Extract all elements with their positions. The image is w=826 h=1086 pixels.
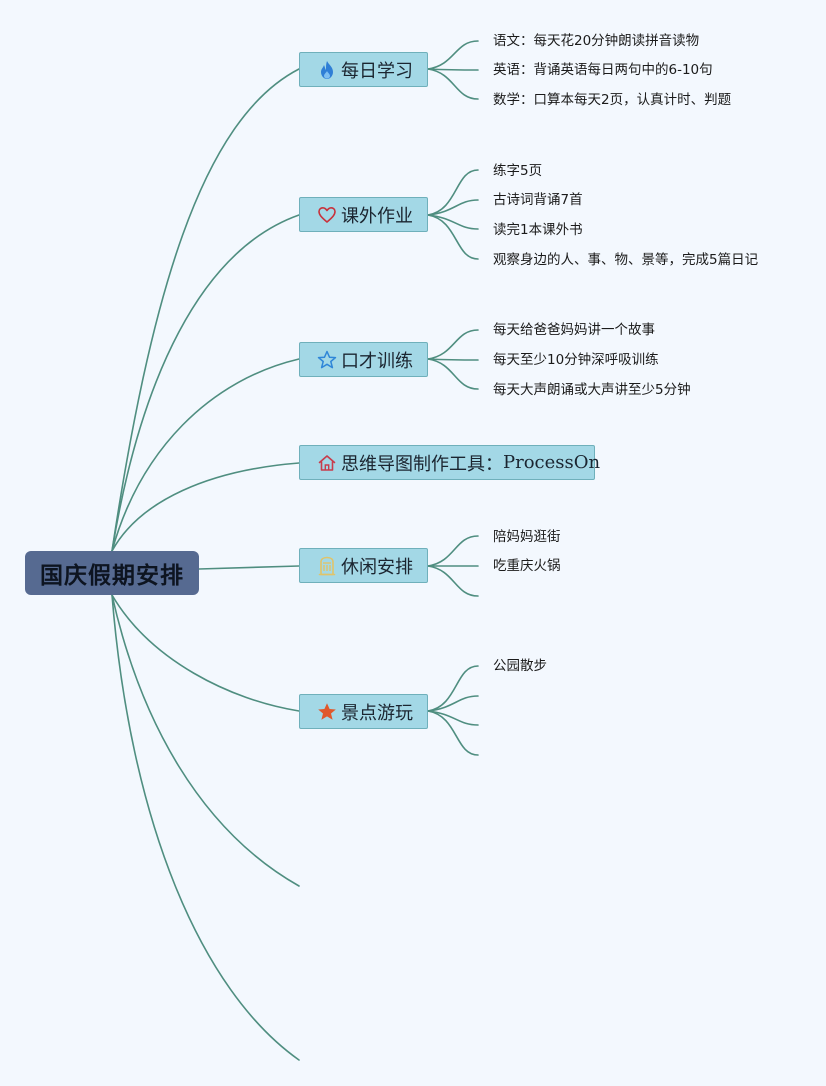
connector-topic3-leaf2 xyxy=(427,358,479,361)
leaf-item[interactable]: 每天大声朗诵或大声讲至少5分钟 xyxy=(493,382,691,398)
leaf-item[interactable]: 练字5页 xyxy=(493,163,543,179)
connector-topic5-leaf1 xyxy=(427,535,479,567)
root-node[interactable]: 国庆假期安排 xyxy=(25,551,199,595)
leaf-item[interactable]: 语文：每天花20分钟朗读拼音读物 xyxy=(493,33,700,49)
leaf-item[interactable]: 每天至少10分钟深呼吸训练 xyxy=(493,352,659,368)
topic-label: 景点游玩 xyxy=(341,702,413,724)
star-outline-icon xyxy=(317,350,337,370)
home-icon xyxy=(317,453,337,473)
topic-label: 课外作业 xyxy=(341,205,413,227)
connector-root-topic-5 xyxy=(198,565,300,570)
leaf-item[interactable]: 公园散步 xyxy=(493,658,547,674)
star-filled-icon xyxy=(317,702,337,722)
leaf-item[interactable]: 陪妈妈逛街 xyxy=(493,529,561,545)
connector-topic3-leaf3 xyxy=(427,358,479,390)
topic-speaking-training[interactable]: 口才训练 xyxy=(299,342,428,377)
connector-topic2-leaf4 xyxy=(427,214,479,260)
topic-label: 休闲安排 xyxy=(341,556,413,578)
leaf-item[interactable]: 古诗词背诵7首 xyxy=(493,192,583,208)
leaf-item[interactable]: 数学：口算本每天2页，认真计时、判题 xyxy=(493,92,732,108)
connector-root-empty-1 xyxy=(111,594,300,887)
leaf-item[interactable]: 英语：背诵英语每日两句中的6-10句 xyxy=(493,62,713,78)
connector-topic6-empty-1 xyxy=(427,695,479,712)
topic-daily-study[interactable]: 每日学习 xyxy=(299,52,428,87)
connector-topic6-empty-3 xyxy=(427,710,479,756)
connector-topic1-leaf2 xyxy=(427,68,479,71)
connector-topic2-leaf1 xyxy=(427,169,479,216)
topic-extra-homework[interactable]: 课外作业 xyxy=(299,197,428,232)
connector-root-topic-4 xyxy=(111,462,300,552)
heart-outline-icon xyxy=(317,205,337,225)
topic-label-suffix: ProcessOn xyxy=(503,452,601,473)
connector-root-topic-6 xyxy=(111,594,300,712)
connector-root-empty-2 xyxy=(111,594,300,1061)
connector-root-topic-1 xyxy=(111,68,300,552)
connector-topic1-leaf3 xyxy=(427,68,479,100)
connector-topic6-leaf1 xyxy=(427,665,479,712)
topic-sightseeing[interactable]: 景点游玩 xyxy=(299,694,428,729)
connector-topic1-leaf1 xyxy=(427,40,479,70)
leaf-item[interactable]: 观察身边的人、事、物、景等，完成5篇日记 xyxy=(493,252,759,268)
flame-icon xyxy=(317,60,337,80)
root-label: 国庆假期安排 xyxy=(40,563,184,589)
connector-root-topic-2 xyxy=(111,214,300,552)
topic-label: 每日学习 xyxy=(341,60,413,82)
leaf-item[interactable]: 每天给爸爸妈妈讲一个故事 xyxy=(493,322,655,338)
connector-topic3-leaf1 xyxy=(427,329,479,360)
leaf-item[interactable]: 吃重庆火锅 xyxy=(493,558,561,574)
topic-label-prefix: 思维导图制作工具： xyxy=(341,453,503,475)
building-icon xyxy=(317,556,337,576)
topic-leisure[interactable]: 休闲安排 xyxy=(299,548,428,583)
leaf-item[interactable]: 读完1本课外书 xyxy=(493,222,583,238)
connector-topic5-empty xyxy=(427,565,479,597)
connector-topic2-leaf2 xyxy=(427,199,479,216)
topic-mindmap-tool[interactable]: 思维导图制作工具：ProcessOn xyxy=(299,445,600,480)
topic-label: 口才训练 xyxy=(341,350,413,372)
connector-root-topic-3 xyxy=(111,358,300,552)
